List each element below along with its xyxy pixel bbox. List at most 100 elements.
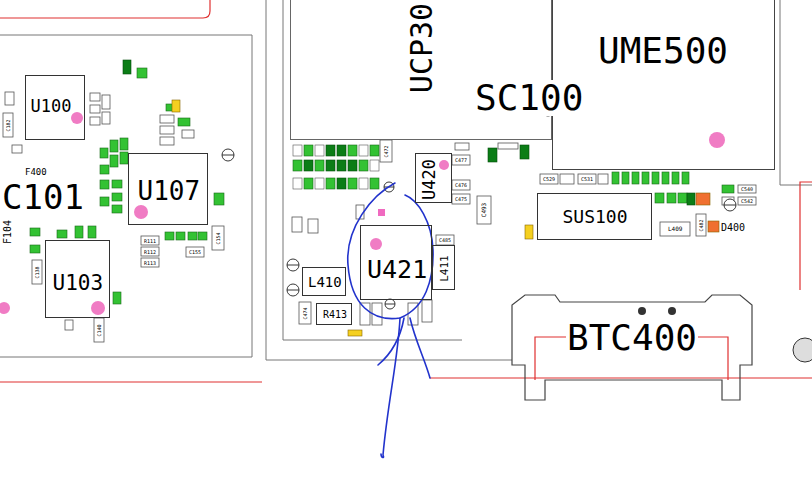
smd-part xyxy=(370,160,379,171)
smd-part xyxy=(188,232,197,240)
pin1-dot xyxy=(91,301,105,315)
smd-part xyxy=(120,138,128,150)
chip-outline: U421 xyxy=(360,225,432,300)
part-label: C542 xyxy=(741,199,753,204)
smd-part xyxy=(176,232,185,240)
resistor-outline: R413 xyxy=(316,303,352,325)
smd-part xyxy=(326,160,335,171)
smd-part xyxy=(102,95,110,109)
smd-part xyxy=(3,113,13,137)
smd-part xyxy=(304,145,313,156)
smd-part xyxy=(326,145,335,156)
smd-part xyxy=(436,235,454,245)
part-label: C472 xyxy=(384,145,389,157)
smd-part xyxy=(672,172,679,184)
smd-part xyxy=(123,60,131,74)
smd-part xyxy=(120,152,128,164)
smd-part xyxy=(477,196,491,224)
part-label: U421 xyxy=(367,257,427,282)
smd-part xyxy=(578,174,596,184)
smd-part xyxy=(378,209,385,216)
part-label: C475 xyxy=(455,197,467,202)
component-outline: SUS100 xyxy=(537,193,652,240)
smd-part xyxy=(622,172,629,184)
connector-label-area: BTC400 xyxy=(560,318,705,358)
smd-part xyxy=(112,205,122,213)
smd-part xyxy=(12,145,22,153)
smd-part xyxy=(560,174,574,184)
smd-part xyxy=(160,137,174,145)
smd-part xyxy=(304,160,313,171)
smd-part xyxy=(214,193,224,205)
part-label: U103 xyxy=(53,273,104,294)
part-label: C138 xyxy=(35,266,40,278)
part-label: U107 xyxy=(138,178,201,204)
part-label: L411 xyxy=(438,255,449,282)
inductor-outline: L410 xyxy=(302,267,346,296)
connector-pin xyxy=(638,307,646,315)
board-edge xyxy=(0,381,262,382)
panel-outline xyxy=(266,0,512,360)
smd-part xyxy=(337,178,346,189)
part-label: C101 xyxy=(2,180,84,214)
smd-part xyxy=(304,178,313,189)
smd-part xyxy=(678,193,687,203)
smd-part xyxy=(655,193,664,203)
smd-part xyxy=(359,178,368,189)
part-label: F400 xyxy=(25,168,47,177)
shield-outline: UME500 xyxy=(552,0,775,170)
smd-part xyxy=(65,320,73,330)
smd-part xyxy=(100,197,109,206)
smd-part xyxy=(687,193,695,205)
smd-part xyxy=(112,193,122,201)
smd-part xyxy=(88,226,96,238)
smd-part xyxy=(348,145,357,156)
part-label: C529 xyxy=(543,177,555,182)
smd-part xyxy=(696,214,706,236)
smd-part xyxy=(370,178,379,189)
smd-part xyxy=(30,228,40,236)
smd-part xyxy=(141,247,159,256)
part-label: C474 xyxy=(303,307,308,319)
mount-hole xyxy=(793,338,812,362)
smd-part xyxy=(738,197,756,205)
smd-part xyxy=(452,180,470,190)
smd-part xyxy=(141,236,159,245)
part-label: UME500 xyxy=(598,33,728,69)
part-label: C154 xyxy=(216,232,221,244)
smd-part xyxy=(348,160,357,171)
pin1-dot xyxy=(439,160,449,170)
part-label: R112 xyxy=(144,250,156,255)
smd-part xyxy=(738,185,756,193)
connector-pin xyxy=(668,307,676,315)
smd-part xyxy=(100,148,108,158)
smd-part xyxy=(94,318,104,342)
part-label: L409 xyxy=(668,226,682,232)
part-label: C477 xyxy=(455,158,467,163)
smd-part xyxy=(540,174,558,184)
chip-outline: U420 xyxy=(415,153,452,203)
smd-part xyxy=(141,258,159,267)
part-label: R111 xyxy=(144,239,156,244)
smd-part xyxy=(308,219,318,233)
smd-part xyxy=(380,140,392,162)
smd-part xyxy=(299,302,311,324)
smd-part xyxy=(110,140,118,152)
smd-part xyxy=(359,145,368,156)
smd-part xyxy=(293,145,302,156)
panel-outline xyxy=(780,0,812,185)
panel-outline xyxy=(283,0,462,340)
annotation-stroke xyxy=(378,318,404,365)
part-label: C493 xyxy=(481,203,487,217)
smd-part xyxy=(642,172,649,184)
smd-part xyxy=(722,185,734,193)
annotation-stroke xyxy=(410,318,430,378)
part-label: SUS100 xyxy=(563,208,628,226)
smd-part xyxy=(348,330,362,336)
part-label: L410 xyxy=(308,275,342,289)
pin1-dot xyxy=(71,112,83,124)
part-label: C140 xyxy=(97,324,102,336)
smd-part xyxy=(598,174,608,184)
chip-outline: U103 xyxy=(45,240,110,318)
smd-part xyxy=(57,230,67,238)
